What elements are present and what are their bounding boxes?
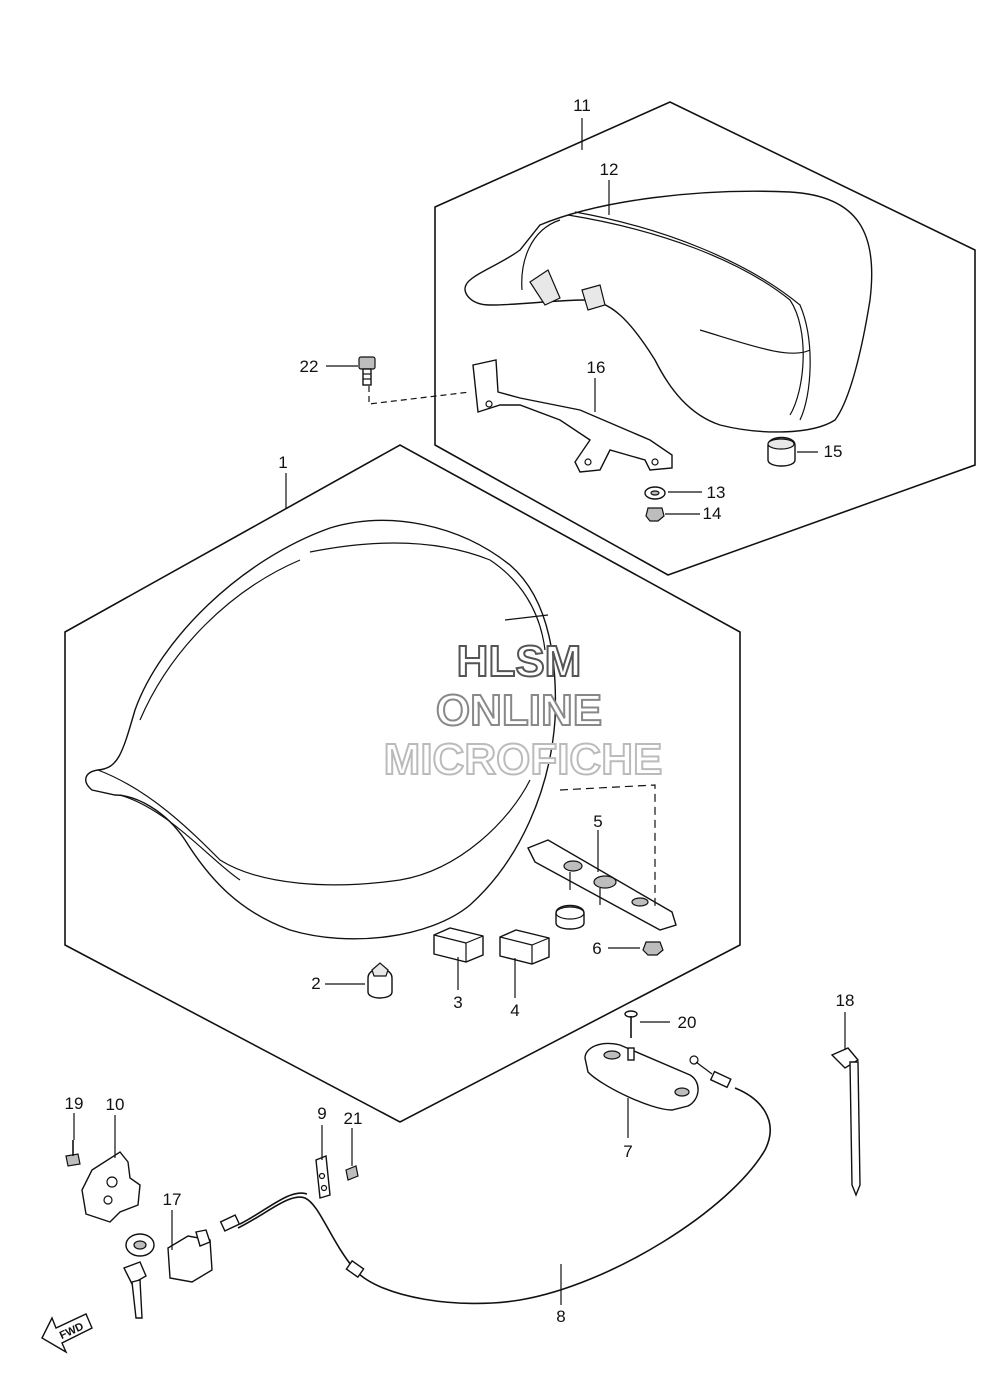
callout-3: 3 [453,993,462,1012]
screw-20 [624,1010,638,1038]
damper-pad-4 [499,929,550,965]
washer-13 [644,486,666,500]
group-frame-front-seat [64,444,741,1123]
watermark: HLSM ONLINE MICROFICHE [383,636,664,785]
callout-19: 19 [65,1094,84,1113]
callout-16: 16 [587,358,606,377]
front-seat-cushion [85,519,557,940]
callout-7: 7 [623,1142,632,1161]
callout-17: 17 [163,1190,182,1209]
callout-10: 10 [106,1095,125,1114]
bracket-9 [315,1155,331,1199]
callout-2: 2 [311,974,320,993]
callout-6: 6 [592,939,601,958]
callout-18: 18 [836,991,855,1010]
callout-1: 1 [278,453,287,472]
callout-11: 11 [573,96,591,115]
watermark-line-1: HLSM [457,637,582,686]
round-damper [555,904,585,930]
callout-5: 5 [593,812,602,831]
leader-lines [73,118,846,1305]
nut-6 [642,941,664,956]
watermark-line-3: MICROFICHE [384,735,663,784]
cushion-2 [367,962,393,999]
hinge-plate-5 [527,784,677,931]
watermark-line-2: ONLINE [436,686,602,735]
screw-21 [345,1165,359,1181]
bolt-22 [358,356,471,405]
callout-14: 14 [703,504,722,523]
cable-tie-18 [830,1047,861,1197]
bolt-19 [65,1140,81,1167]
nut-14 [645,507,665,522]
seat-lock-17 [123,1229,213,1319]
group-frame-rear-seat [434,101,976,576]
callout-8: 8 [556,1307,565,1326]
rear-seat-bracket [472,359,673,473]
damper-pad-3 [433,927,484,963]
callout-15: 15 [824,442,843,461]
callout-20: 20 [678,1013,697,1032]
callout-21: 21 [344,1109,363,1128]
lock-bracket-10 [81,1151,141,1223]
callout-12: 12 [600,160,619,179]
callout-13: 13 [707,483,726,502]
seat-lock-cable-8 [219,1055,771,1305]
seat-latch-7 [584,1042,699,1111]
callout-22: 22 [300,357,319,376]
rear-seat-cushion [464,190,873,433]
cushion-15 [767,436,796,467]
fwd-arrow: FWD [41,1313,93,1354]
callout-4: 4 [510,1001,519,1020]
callout-9: 9 [317,1104,326,1123]
